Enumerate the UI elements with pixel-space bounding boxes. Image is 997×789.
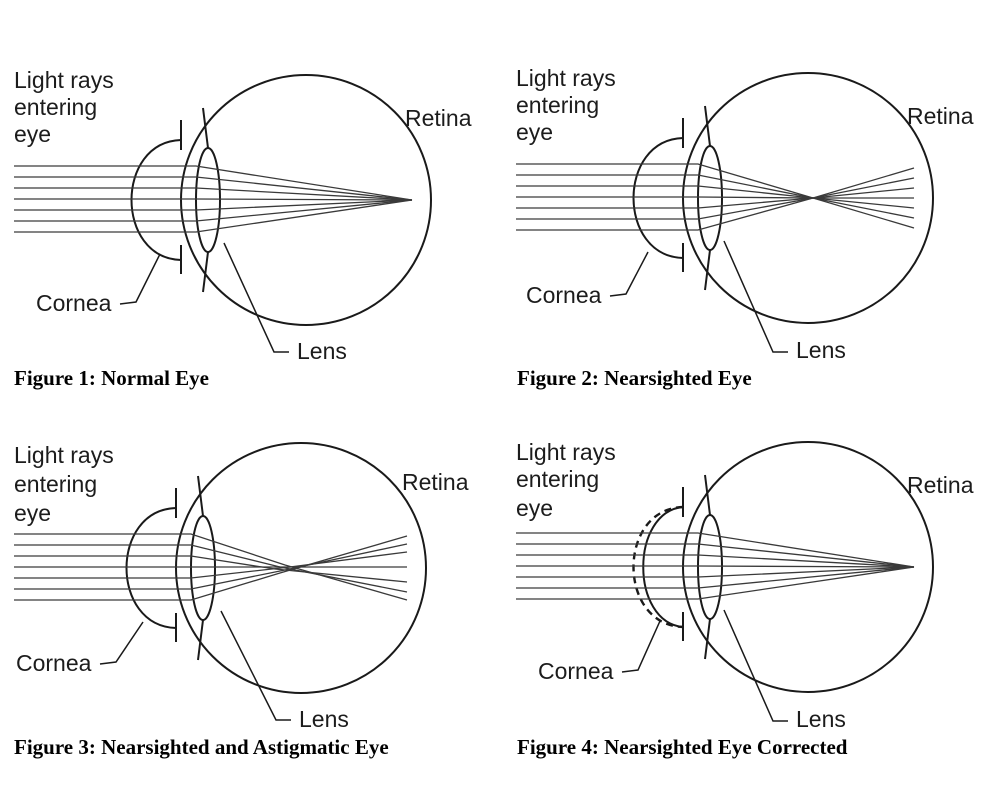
light-ray xyxy=(516,177,915,220)
light-ray xyxy=(14,533,408,601)
ciliary-upper-line xyxy=(704,105,711,147)
light-ray xyxy=(14,199,413,233)
lens-leader-line xyxy=(223,242,289,353)
light-ray xyxy=(516,565,915,568)
light-ray xyxy=(14,551,408,579)
light-ray xyxy=(516,543,915,568)
figure-3-caption: Figure 3: Nearsighted and Astigmatic Eye xyxy=(14,735,389,759)
cornea-corrected xyxy=(642,506,684,628)
cornea-bulge xyxy=(125,507,177,629)
retina-label: Retina xyxy=(402,469,469,495)
light-ray xyxy=(14,165,413,201)
cornea-leader-line xyxy=(609,251,649,297)
figure-4-eye: Light rays entering eye Retina Cornea Le… xyxy=(516,439,974,732)
cornea-leader-line xyxy=(621,620,661,673)
figure-4-caption: Figure 4: Nearsighted Eye Corrected xyxy=(517,735,848,759)
lens-leader-line xyxy=(723,609,788,722)
light-ray xyxy=(516,554,915,568)
cornea-original-dashed xyxy=(632,505,684,629)
light-rays-label-line2: entering xyxy=(516,92,599,118)
lens-shape xyxy=(195,147,221,253)
figure-3-panel: Light rays entering eye Retina Cornea Le… xyxy=(14,442,469,759)
light-ray xyxy=(516,566,915,600)
figure-1-eye: Light rays entering eye Retina Cornea Le… xyxy=(14,67,472,364)
lens-shape xyxy=(697,145,723,251)
ciliary-upper-line xyxy=(704,474,711,516)
figure-3-eye: Light rays entering eye Retina Cornea Le… xyxy=(14,442,469,732)
light-rays-label-line1: Light rays xyxy=(14,67,114,93)
retina-label: Retina xyxy=(405,105,472,131)
light-rays-label-line1: Light rays xyxy=(14,442,114,468)
lens-label: Lens xyxy=(297,338,347,364)
cornea-leader-line xyxy=(119,253,161,305)
lens-leader-line xyxy=(723,240,788,353)
eyeball-outline xyxy=(175,442,427,694)
light-rays-label-line2: entering xyxy=(516,466,599,492)
eyeball-outline xyxy=(682,72,934,324)
ciliary-upper-line xyxy=(202,107,209,149)
light-rays xyxy=(14,533,408,601)
light-rays-label-line3: eye xyxy=(14,500,51,526)
light-ray xyxy=(14,187,413,201)
lens-label: Lens xyxy=(796,706,846,732)
figure-2-panel: Light rays entering eye Retina Cornea Le… xyxy=(516,65,974,390)
light-ray xyxy=(516,566,915,589)
light-rays xyxy=(14,165,413,233)
light-ray xyxy=(14,544,408,593)
light-ray xyxy=(14,176,413,201)
figure-1-caption: Figure 1: Normal Eye xyxy=(14,366,209,390)
cornea-label: Cornea xyxy=(538,658,614,684)
light-rays-label-line1: Light rays xyxy=(516,439,616,465)
cornea-leader-line xyxy=(99,621,144,665)
figure-1-panel: Light rays entering eye Retina Cornea Le… xyxy=(14,67,472,390)
light-ray xyxy=(516,185,915,209)
light-ray xyxy=(516,174,915,219)
light-ray xyxy=(516,187,915,209)
retina-label: Retina xyxy=(907,103,974,129)
lens-label: Lens xyxy=(796,337,846,363)
figure-4-panel: Light rays entering eye Retina Cornea Le… xyxy=(516,439,974,759)
light-ray xyxy=(14,555,408,583)
light-ray xyxy=(14,543,408,590)
light-rays-label-line2: entering xyxy=(14,94,97,120)
eyeball-outline xyxy=(682,441,934,693)
lens-shape xyxy=(697,514,723,620)
light-ray xyxy=(516,532,915,568)
ciliary-upper-line xyxy=(197,475,204,517)
light-ray xyxy=(516,566,915,578)
light-rays xyxy=(516,163,915,231)
light-rays xyxy=(516,532,915,600)
ciliary-lower-line xyxy=(197,619,204,661)
light-rays-label-line1: Light rays xyxy=(516,65,616,91)
light-ray xyxy=(14,198,413,201)
eyeball-outline xyxy=(180,74,432,326)
light-rays-label-line3: eye xyxy=(14,121,51,147)
light-ray xyxy=(516,196,914,199)
light-ray xyxy=(516,163,915,229)
cornea-label: Cornea xyxy=(16,650,92,676)
lens-leader-line xyxy=(220,610,291,721)
cornea-label: Cornea xyxy=(36,290,112,316)
figure-2-eye: Light rays entering eye Retina Cornea Le… xyxy=(516,65,974,363)
lens-shape xyxy=(190,515,216,621)
light-rays-label-line3: eye xyxy=(516,119,553,145)
cornea-bulge xyxy=(632,137,684,259)
ciliary-lower-line xyxy=(704,249,711,291)
retina-label: Retina xyxy=(907,472,974,498)
cornea-label: Cornea xyxy=(526,282,602,308)
light-ray xyxy=(14,199,413,211)
figure-2-caption: Figure 2: Nearsighted Eye xyxy=(517,366,752,390)
light-ray xyxy=(14,535,408,601)
light-ray xyxy=(516,167,915,231)
lens-label: Lens xyxy=(299,706,349,732)
light-rays-label-line3: eye xyxy=(516,495,553,521)
ciliary-lower-line xyxy=(704,618,711,660)
ciliary-lower-line xyxy=(202,251,209,293)
light-ray xyxy=(14,199,413,222)
cornea-bulge xyxy=(130,139,182,261)
light-rays-label-line2: entering xyxy=(14,471,97,497)
